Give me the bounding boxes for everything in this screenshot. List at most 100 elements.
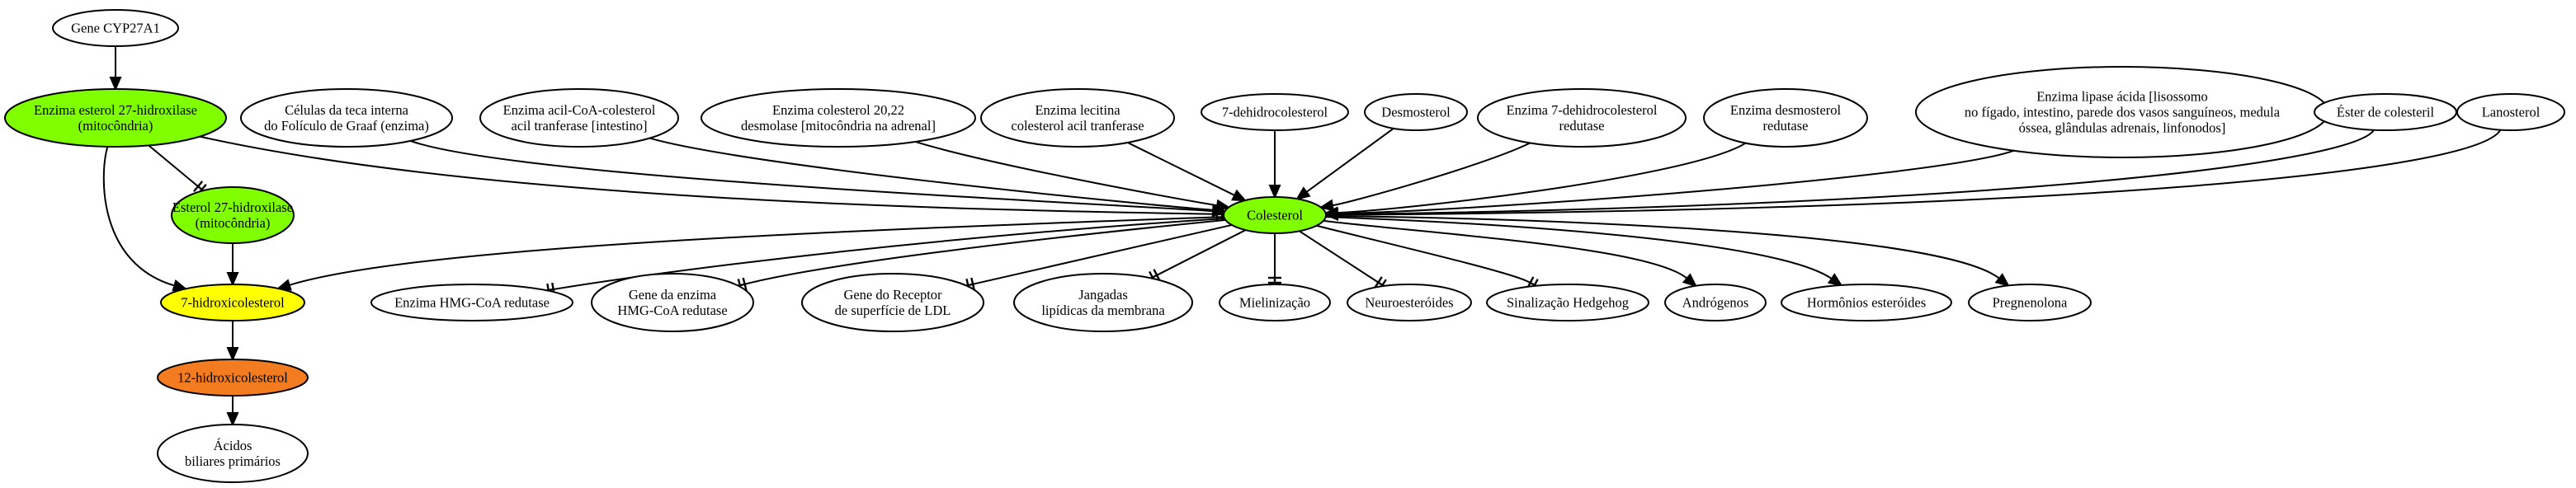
edge-colesterol-to-mielinizacao (1268, 233, 1281, 284)
node-shape (2456, 93, 2565, 131)
node-label-line: Enzima acil-CoA-colesterol (503, 102, 656, 118)
edge-line (148, 144, 198, 186)
edge-line (915, 140, 1218, 207)
node-label-line: Ácidos (214, 438, 252, 453)
node-colesterol: Colesterol (1223, 196, 1327, 234)
node-shape (157, 359, 309, 396)
edge-colesterol-to-androgenos (1323, 219, 1698, 288)
node-label-line: 7-dehidrocolesterol (1222, 105, 1328, 120)
node-pregnenolona: Pregnenolona (1968, 284, 2092, 321)
node-shape (1347, 284, 1472, 321)
edge-redutase7-to-colesterol (1319, 142, 1531, 212)
edge-desmolase-to-colesterol (915, 140, 1231, 212)
node-shape (1364, 93, 1468, 131)
edge-line (1337, 142, 1747, 214)
node-shape (171, 186, 295, 244)
node-label-line: Jangadas (1078, 287, 1128, 303)
edge-celulas-to-colesterol (410, 139, 1227, 218)
node-label-line: Enzima 7-dehidrocolesterol (1507, 102, 1658, 118)
arrowhead (1994, 273, 2010, 287)
arrowhead (226, 347, 239, 362)
arrowhead (1295, 186, 1311, 200)
edge-cyp27a1-to-enzima27 (109, 46, 122, 92)
tee-stem (1376, 280, 1385, 287)
node-label-line: (mitocôndria) (196, 215, 271, 231)
node-label-line: Colesterol (1247, 208, 1303, 223)
node-label-line: 7-hidroxicolesterol (181, 295, 285, 311)
edge-colesterol-to-jangadas (1149, 229, 1247, 284)
edge-line (649, 137, 1214, 211)
edge-enzima27-to-esterol27 (148, 144, 207, 195)
node-label-line: Gene da enzima (629, 287, 717, 303)
edge-line (1325, 214, 2000, 279)
node-shape (1219, 284, 1331, 321)
node-desmosterol: Desmosterol (1364, 93, 1468, 131)
node-label-line: Enzima lecitina (1035, 102, 1121, 118)
edge-line (102, 146, 175, 287)
node-label-line: colesterol acil tranferase (1011, 118, 1144, 134)
node-shape (240, 88, 453, 148)
edge-acil-to-colesterol (649, 137, 1228, 217)
node-shape (1968, 284, 2092, 321)
node-hormonios: Hormônios esteróides (1781, 284, 1952, 321)
node-hmgcoa: Enzima HMG-CoA redutase (370, 284, 573, 321)
edge-line (1337, 129, 2375, 216)
node-label-line: acil tranferase [intestino] (512, 118, 648, 134)
node-shape (980, 88, 1175, 148)
edge-line (746, 218, 1226, 285)
edges-layer (102, 46, 2502, 427)
edge-dehidro7-to-colesterol (1268, 130, 1281, 199)
node-shape (1486, 284, 1649, 321)
edge-line (289, 216, 1224, 286)
node-label-line: Enzima HMG-CoA redutase (394, 295, 550, 311)
node-label-line: Gene CYP27A1 (71, 21, 160, 36)
node-label-line: Enzima desmosterol (1730, 102, 1842, 118)
node-label-line: no fígado, intestino, parede dos vasos s… (1965, 105, 2281, 120)
node-label-line: lipídicas da membrana (1041, 303, 1165, 318)
edge-line (1323, 219, 1688, 279)
node-shape (479, 88, 679, 148)
node-shape (1013, 273, 1193, 332)
node-shape (1223, 196, 1327, 234)
edge-line (1332, 142, 1531, 207)
edge-lecitina-to-colesterol (1127, 142, 1248, 202)
arrowhead (1268, 185, 1281, 199)
node-shape (1477, 88, 1687, 148)
node-shape (1201, 93, 1349, 131)
edge-colesterol-to-pregnenolona (1325, 214, 2010, 287)
node-label-line: do Folículo de Graaf (enzima) (264, 118, 429, 134)
node-neuro: Neuroesteróides (1347, 284, 1472, 321)
node-shape (1781, 284, 1952, 321)
node-label-line: Sinalização Hedgehog (1507, 295, 1629, 311)
node-hidroxi12: 12-hidroxicolesterol (157, 359, 309, 396)
node-shape (160, 284, 305, 321)
node-label-line: Lanosterol (2482, 105, 2541, 120)
node-label-line: (mitocôndria) (78, 118, 153, 134)
node-shape (1703, 88, 1868, 148)
node-label-line: Andrógenos (1682, 295, 1749, 311)
node-label-line: Gene do Receptor (843, 287, 942, 303)
edge-line (1127, 142, 1235, 196)
edge-line (974, 223, 1233, 285)
edge-hidroxi7-to-hidroxi12 (226, 321, 239, 362)
edge-line (410, 139, 1214, 213)
node-label-line: redutase (1559, 118, 1605, 134)
node-mielinizacao: Mielinização (1219, 284, 1331, 321)
node-shape (52, 9, 179, 47)
node-label-line: Desmosterol (1381, 105, 1451, 120)
edge-colesterol-to-hedgehog (1316, 224, 1539, 292)
node-label-line: Células da teca interna (285, 102, 408, 118)
node-label-line: óssea, glândulas adrenais, linfonodos] (2019, 120, 2226, 136)
node-label-line: de superfície de LDL (835, 303, 951, 318)
node-enzima27: Enzima esterol 27-hidroxilase(mitocôndri… (4, 88, 227, 148)
